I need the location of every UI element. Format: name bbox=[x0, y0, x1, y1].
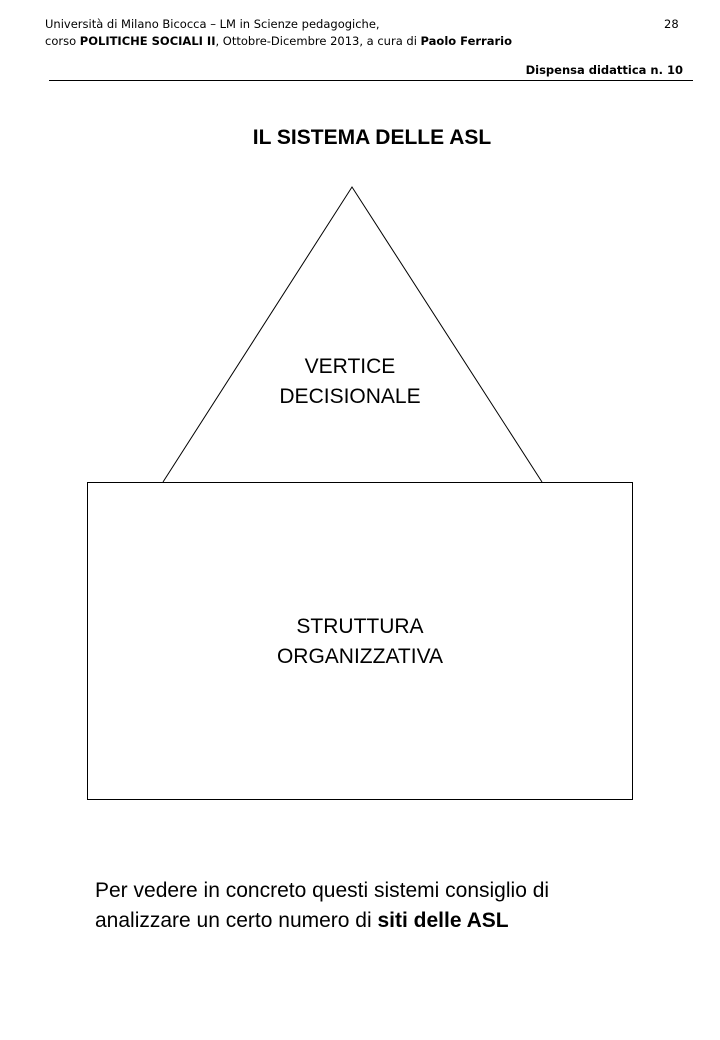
author-name: Paolo Ferrario bbox=[420, 34, 512, 48]
triangle-label-line: DECISIONALE bbox=[279, 385, 421, 408]
note-line-1: Per vedere in concreto questi sistemi co… bbox=[95, 879, 550, 902]
box-label-line: STRUTTURA bbox=[296, 615, 424, 638]
note-emphasis: siti delle ASL bbox=[377, 909, 509, 932]
decision-triangle bbox=[162, 186, 543, 483]
header-line-1: Università di Milano Bicocca – LM in Sci… bbox=[45, 17, 380, 31]
header-mid: , Ottobre-Dicembre 2013, a cura di bbox=[215, 34, 421, 48]
page-number: 28 bbox=[664, 17, 679, 31]
header-rule bbox=[49, 80, 693, 81]
course-name: POLITICHE SOCIALI II bbox=[79, 34, 216, 48]
header-prefix: corso bbox=[45, 34, 80, 48]
header-line-2: corso POLITICHE SOCIALI II, Ottobre-Dice… bbox=[45, 33, 512, 50]
dispensa-label: Dispensa didattica n. 10 bbox=[525, 63, 683, 77]
closing-note: Per vedere in concreto questi sistemi co… bbox=[95, 876, 549, 936]
triangle-label: VERTICE DECISIONALE bbox=[250, 352, 450, 412]
note-line-2: analizzare un certo numero di siti delle… bbox=[95, 906, 549, 936]
organization-box bbox=[87, 482, 633, 800]
note-prefix: analizzare un certo numero di bbox=[95, 909, 378, 932]
page-title: IL SISTEMA DELLE ASL bbox=[252, 126, 492, 149]
triangle-label-line: VERTICE bbox=[304, 355, 396, 378]
box-label-line: ORGANIZZATIVA bbox=[276, 645, 444, 668]
box-label: STRUTTURA ORGANIZZATIVA bbox=[200, 612, 520, 672]
